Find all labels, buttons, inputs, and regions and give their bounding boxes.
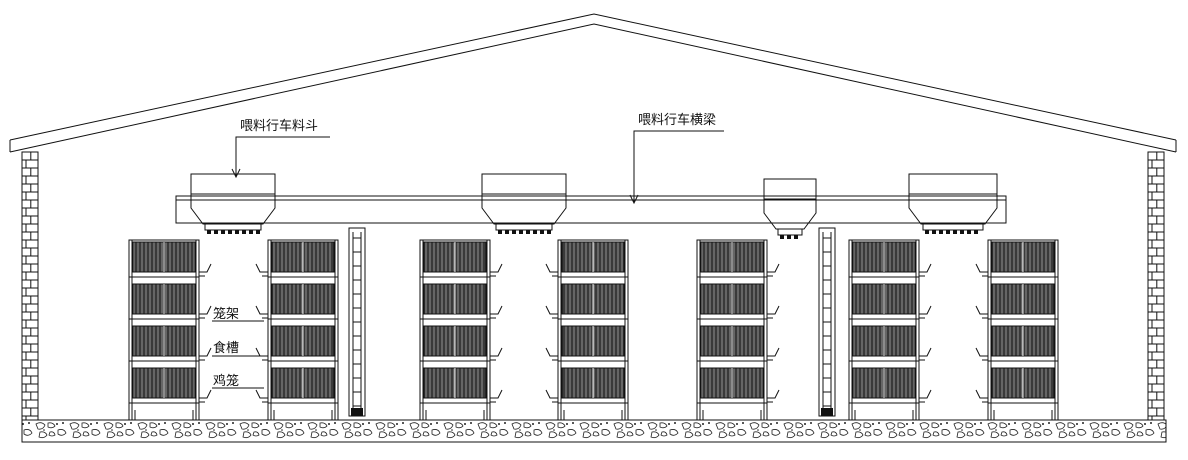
feed-trough bbox=[490, 305, 503, 319]
feeder-beam bbox=[175, 195, 1007, 224]
feed-trough bbox=[975, 389, 988, 403]
hopper-label: 喂料行车料斗 bbox=[240, 118, 318, 134]
outlet-nozzle bbox=[526, 230, 530, 234]
feed-trough bbox=[767, 347, 780, 361]
cage-column bbox=[696, 239, 780, 421]
feed-trough bbox=[767, 263, 780, 277]
cage-column bbox=[545, 239, 629, 421]
feed-trough bbox=[255, 305, 268, 319]
feed-trough bbox=[255, 389, 268, 403]
outlet-nozzle bbox=[547, 230, 551, 234]
beam-label: 喂料行车横梁 bbox=[638, 112, 716, 128]
cage-columns bbox=[128, 239, 1059, 421]
outlet-nozzle bbox=[787, 235, 791, 239]
outlet-nozzle bbox=[221, 230, 225, 234]
outlet-nozzle bbox=[228, 230, 232, 234]
feed-trough bbox=[975, 263, 988, 277]
outlet-nozzle bbox=[249, 230, 253, 234]
cage-column bbox=[975, 239, 1059, 421]
aisle-ladders bbox=[348, 227, 836, 417]
outlet-nozzle bbox=[780, 235, 784, 239]
feed-trough bbox=[919, 263, 932, 277]
feed-trough bbox=[255, 263, 268, 277]
feed-trough bbox=[767, 389, 780, 403]
ladder bbox=[348, 227, 366, 417]
feed-trough bbox=[545, 305, 558, 319]
outlet-nozzle bbox=[953, 230, 957, 234]
rack-label: 笼架 bbox=[213, 306, 239, 322]
trough-label: 食槽 bbox=[213, 340, 239, 356]
outlet-nozzle bbox=[512, 230, 516, 234]
callout-lines bbox=[212, 130, 724, 389]
hopper bbox=[763, 178, 817, 239]
hopper bbox=[481, 173, 567, 234]
ladder bbox=[818, 227, 836, 417]
feed-trough bbox=[975, 347, 988, 361]
ground-foundation bbox=[21, 419, 1167, 443]
feed-trough bbox=[199, 347, 212, 361]
outlet-nozzle bbox=[794, 235, 798, 239]
outlet-nozzle bbox=[540, 230, 544, 234]
feed-trough bbox=[919, 305, 932, 319]
outlet-nozzle bbox=[256, 230, 260, 234]
outlet-nozzle bbox=[946, 230, 950, 234]
feeder-hoppers bbox=[190, 173, 998, 239]
cage-column bbox=[419, 239, 503, 421]
outlet-nozzle bbox=[533, 230, 537, 234]
feed-trough bbox=[767, 305, 780, 319]
feed-trough bbox=[255, 347, 268, 361]
cage-column bbox=[128, 239, 212, 421]
feed-trough bbox=[199, 263, 212, 277]
feed-trough bbox=[199, 305, 212, 319]
outlet-nozzle bbox=[505, 230, 509, 234]
hopper bbox=[190, 173, 276, 234]
outlet-nozzle bbox=[967, 230, 971, 234]
feed-trough bbox=[975, 305, 988, 319]
outlet-nozzle bbox=[242, 230, 246, 234]
feed-trough bbox=[545, 347, 558, 361]
outlet-nozzle bbox=[925, 230, 929, 234]
outlet-nozzle bbox=[207, 230, 211, 234]
outlet-nozzle bbox=[960, 230, 964, 234]
feed-trough bbox=[490, 389, 503, 403]
outlet-nozzle bbox=[498, 230, 502, 234]
roof bbox=[9, 13, 1177, 153]
feed-trough bbox=[199, 389, 212, 403]
cage-column bbox=[255, 239, 339, 421]
feed-trough bbox=[490, 347, 503, 361]
left-brick-wall bbox=[21, 151, 39, 421]
cage-label: 鸡笼 bbox=[213, 373, 239, 389]
outlet-nozzle bbox=[519, 230, 523, 234]
feed-trough bbox=[545, 263, 558, 277]
right-brick-wall bbox=[1147, 151, 1165, 421]
outlet-nozzle bbox=[974, 230, 978, 234]
feed-trough bbox=[919, 347, 932, 361]
hopper bbox=[908, 173, 998, 234]
feed-trough bbox=[919, 389, 932, 403]
outlet-nozzle bbox=[939, 230, 943, 234]
feed-trough bbox=[545, 389, 558, 403]
outlet-nozzle bbox=[235, 230, 239, 234]
outlet-nozzle bbox=[932, 230, 936, 234]
outlet-nozzle bbox=[214, 230, 218, 234]
feed-trough bbox=[490, 263, 503, 277]
cage-column bbox=[848, 239, 932, 421]
